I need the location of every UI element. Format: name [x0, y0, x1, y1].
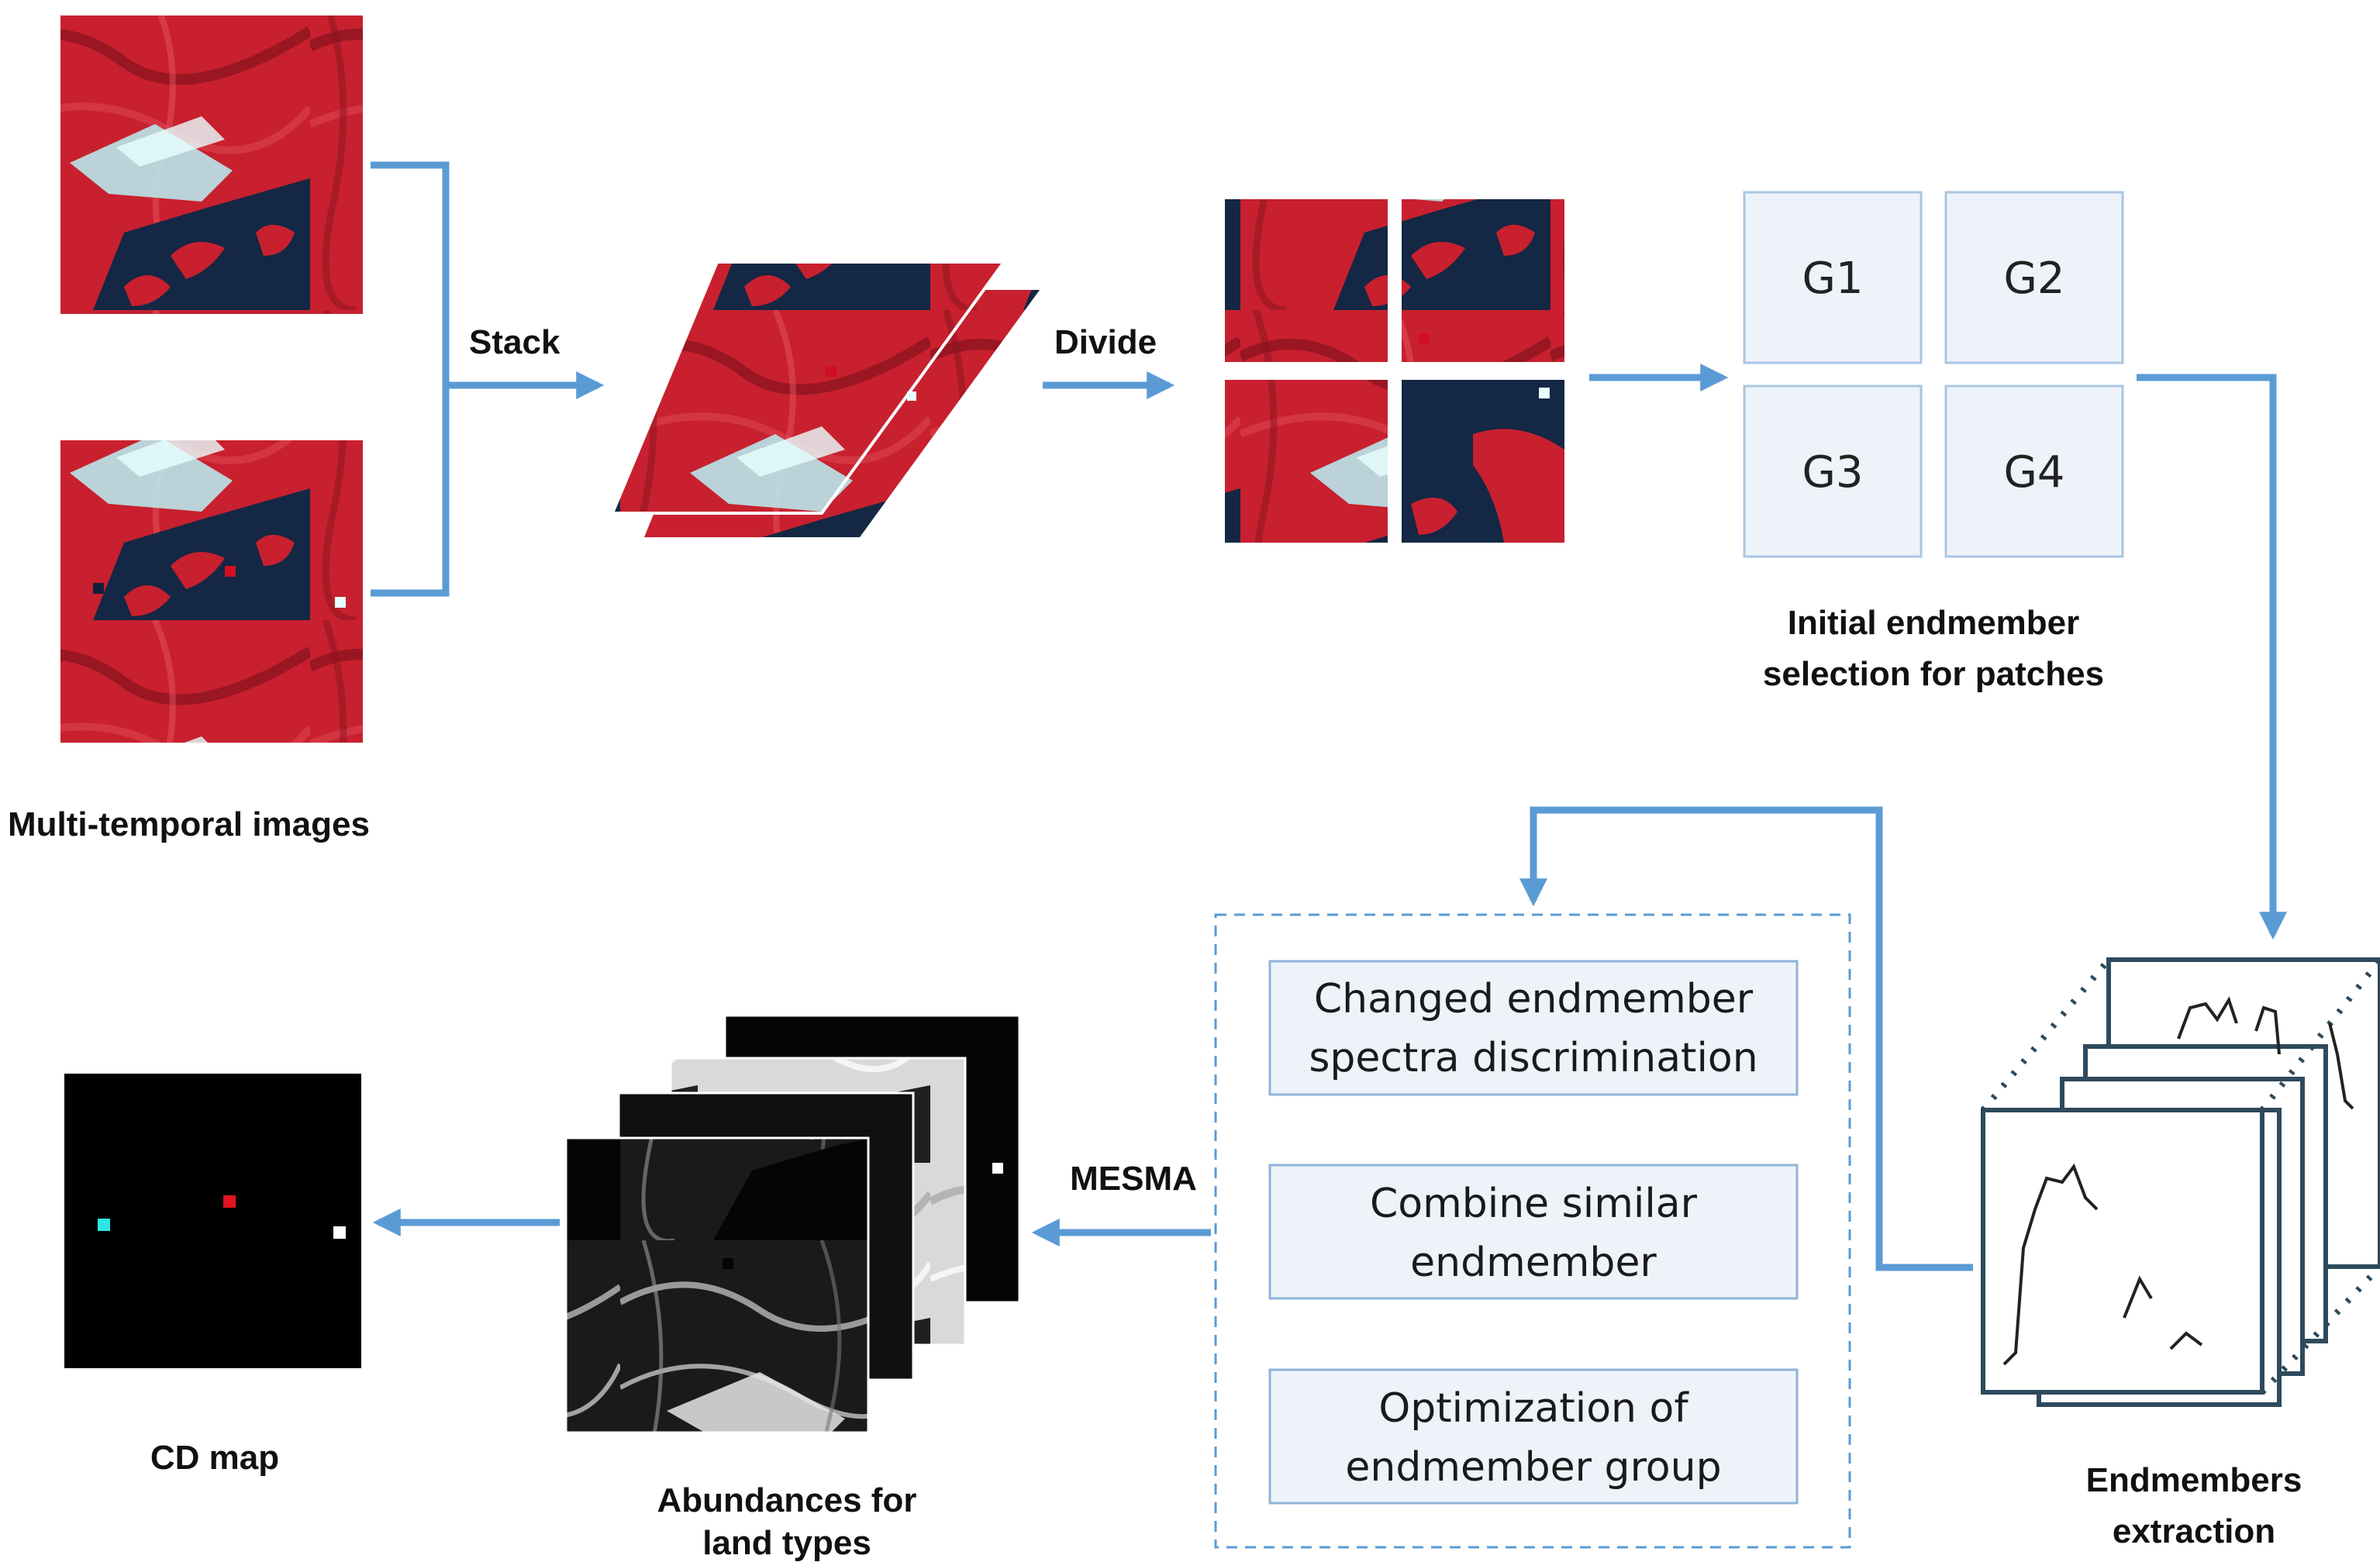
- sample-marker-dark: [93, 583, 104, 594]
- patch-top-left: [1225, 199, 1388, 362]
- satellite-image-t2: [60, 440, 363, 743]
- process-box-3-line2: endmember group: [1345, 1444, 1721, 1491]
- label-initial-line2: selection for patches: [1763, 655, 2104, 693]
- group-box-g3: [1743, 384, 1923, 558]
- group-box-g2: [1944, 191, 2124, 364]
- label-multi-temporal-images: Multi-temporal images: [8, 805, 370, 843]
- label-endmembers-line2: extraction: [2113, 1512, 2275, 1550]
- group-label-g4: G4: [2003, 447, 2064, 498]
- label-abundances-line1: Abundances for: [657, 1481, 917, 1519]
- process-box-3: Optimization of endmember group: [1268, 1368, 1799, 1505]
- multi-temporal-images: [60, 16, 363, 743]
- group-box-g4: [1944, 384, 2124, 558]
- label-stack: Stack: [469, 323, 561, 361]
- label-endmembers-line1: Endmembers: [2086, 1461, 2302, 1499]
- stack-bracket: [371, 161, 450, 597]
- cd-marker-red: [223, 1195, 236, 1208]
- group-label-g2: G2: [2003, 253, 2064, 304]
- cd-map: [64, 1074, 361, 1368]
- endmember-spectra-stack: [1980, 957, 2380, 1407]
- label-abundances-line2: land types: [702, 1524, 871, 1562]
- process-box-1: Changed endmember spectra discrimination: [1268, 960, 1799, 1096]
- cd-marker-white: [333, 1226, 346, 1239]
- label-initial-line1: Initial endmember: [1788, 604, 2080, 642]
- patch-bottom-left: [1225, 380, 1388, 543]
- divided-patches: [1225, 199, 1564, 543]
- process-box-2-line2: endmember: [1410, 1240, 1657, 1286]
- group-box-g1: [1743, 191, 1923, 364]
- process-box-2: Combine similar endmember: [1268, 1164, 1799, 1300]
- sample-marker-red: [225, 566, 236, 577]
- process-container: [1214, 913, 1851, 1549]
- label-divide: Divide: [1054, 323, 1157, 361]
- process-box-3-line1: Optimization of: [1378, 1385, 1689, 1432]
- arrow-to-endmembers: [2137, 374, 2287, 940]
- group-grid: G1 G2 G3 G4: [1743, 191, 2124, 558]
- group-label-g3: G3: [1802, 447, 1863, 498]
- cd-marker-cyan: [98, 1219, 110, 1231]
- group-label-g1: G1: [1802, 253, 1863, 304]
- label-mesma: MESMA: [1070, 1160, 1197, 1198]
- satellite-image-t1: [60, 16, 363, 314]
- label-cd-map: CD map: [150, 1439, 279, 1477]
- arrow-to-process-box: [1519, 806, 1973, 1271]
- stacked-images: [610, 260, 1046, 540]
- abundance-maps: [564, 1014, 1021, 1434]
- sample-marker-white: [335, 597, 346, 608]
- abundance-map-1: [564, 1136, 870, 1434]
- process-box-1-line1: Changed endmember: [1314, 976, 1754, 1022]
- process-box-2-line1: Combine similar: [1370, 1181, 1698, 1227]
- process-box-1-line2: spectra discrimination: [1309, 1035, 1757, 1081]
